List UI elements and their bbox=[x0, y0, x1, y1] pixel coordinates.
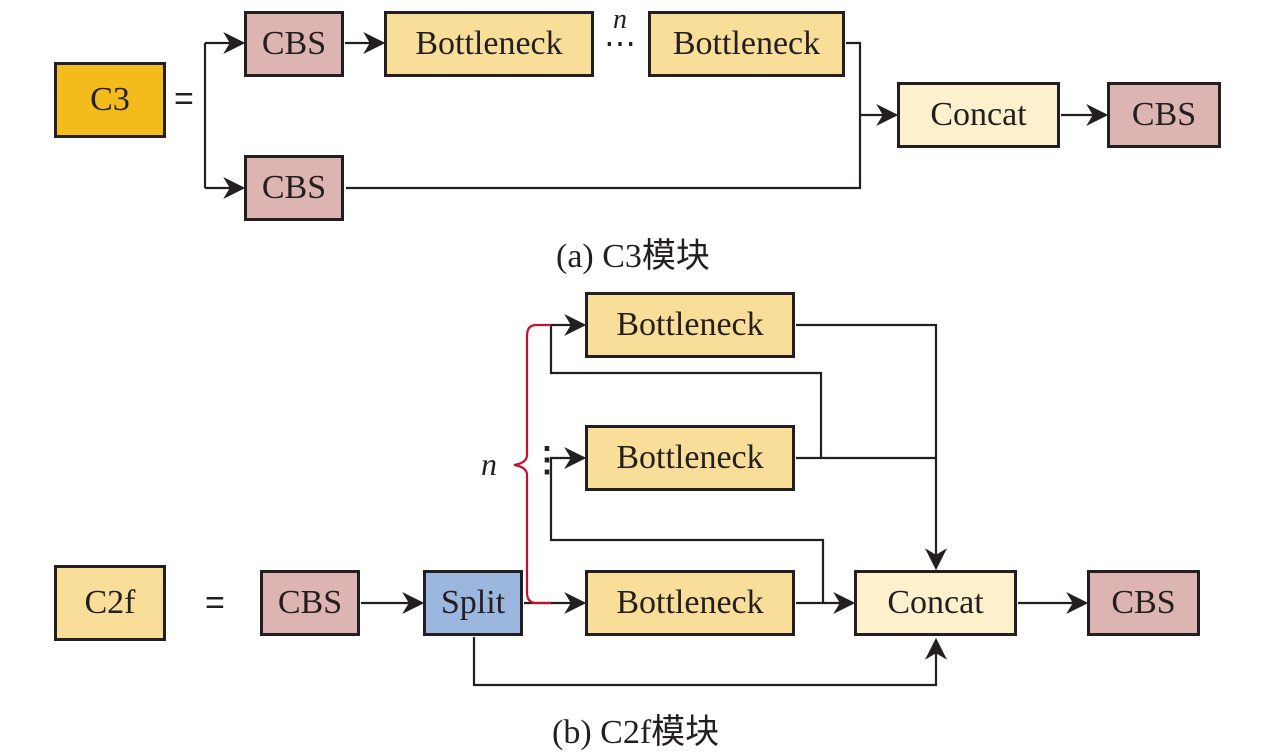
repeat-brace bbox=[513, 323, 551, 605]
bottleneck-last-box: Bottleneck bbox=[648, 11, 845, 77]
cbs-bottom-box: CBS bbox=[244, 155, 344, 221]
concat-box-b: Concat bbox=[854, 570, 1017, 636]
bottleneck-bottom-box: Bottleneck bbox=[585, 570, 795, 636]
repeat-count-n: n bbox=[613, 4, 627, 35]
c2f-module-label: C2f bbox=[54, 565, 166, 641]
c2f-equals: = bbox=[205, 584, 225, 622]
brace-count-n: n bbox=[481, 446, 497, 482]
cbs-top-box: CBS bbox=[244, 11, 344, 77]
caption-a: (a) C3模块 bbox=[556, 238, 710, 275]
bottleneck-mid-feedback-line bbox=[549, 314, 823, 458]
bottleneck-first-box: Bottleneck bbox=[384, 11, 594, 77]
caption-b: (b) C2f模块 bbox=[552, 714, 720, 751]
c3-module-label: C3 bbox=[54, 62, 166, 138]
repeat-dots: ⋯ bbox=[604, 25, 636, 61]
cbs-output-box-a: CBS bbox=[1107, 82, 1221, 148]
cbs-input-box-b: CBS bbox=[260, 570, 360, 636]
split-box: Split bbox=[423, 570, 523, 636]
concat-box-a: Concat bbox=[897, 82, 1060, 148]
vertical-dots: ⋮ bbox=[530, 442, 564, 479]
split-to-concat-line bbox=[472, 637, 947, 687]
cbs-output-box-b: CBS bbox=[1087, 570, 1200, 636]
c3-equals: = bbox=[174, 80, 194, 118]
bottleneck-bottom-feedback-line bbox=[549, 447, 825, 603]
bottleneck-top-to-concat-line bbox=[796, 323, 947, 571]
bottleneck-mid-box: Bottleneck bbox=[585, 425, 795, 491]
bottleneck-top-box: Bottleneck bbox=[585, 292, 795, 358]
